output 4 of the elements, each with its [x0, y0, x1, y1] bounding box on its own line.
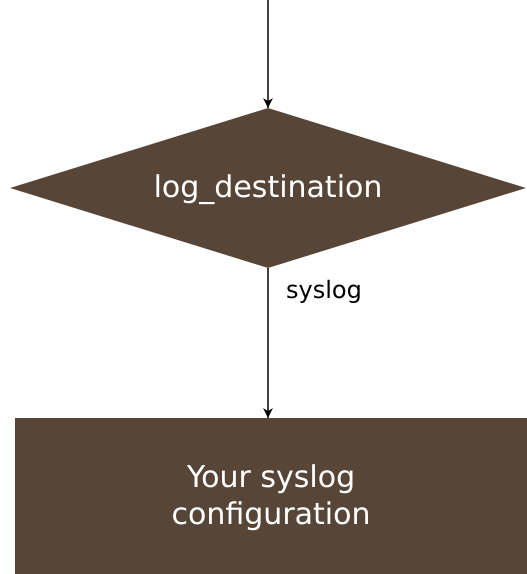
decision-label: log_destination	[154, 169, 382, 207]
arrow	[263, 0, 273, 108]
process-label: Your syslog configuration	[170, 458, 372, 534]
arrow	[263, 268, 273, 418]
